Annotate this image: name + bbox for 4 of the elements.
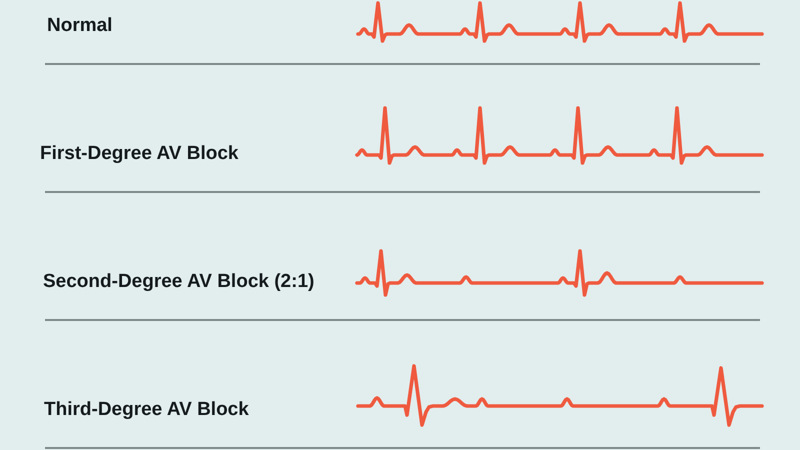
rhythm-label: Second-Degree AV Block (2:1)	[43, 271, 314, 293]
rhythm-label: First-Degree AV Block	[40, 143, 238, 165]
rhythm-label: Third-Degree AV Block	[44, 399, 249, 421]
rhythm-label: Normal	[47, 15, 112, 37]
